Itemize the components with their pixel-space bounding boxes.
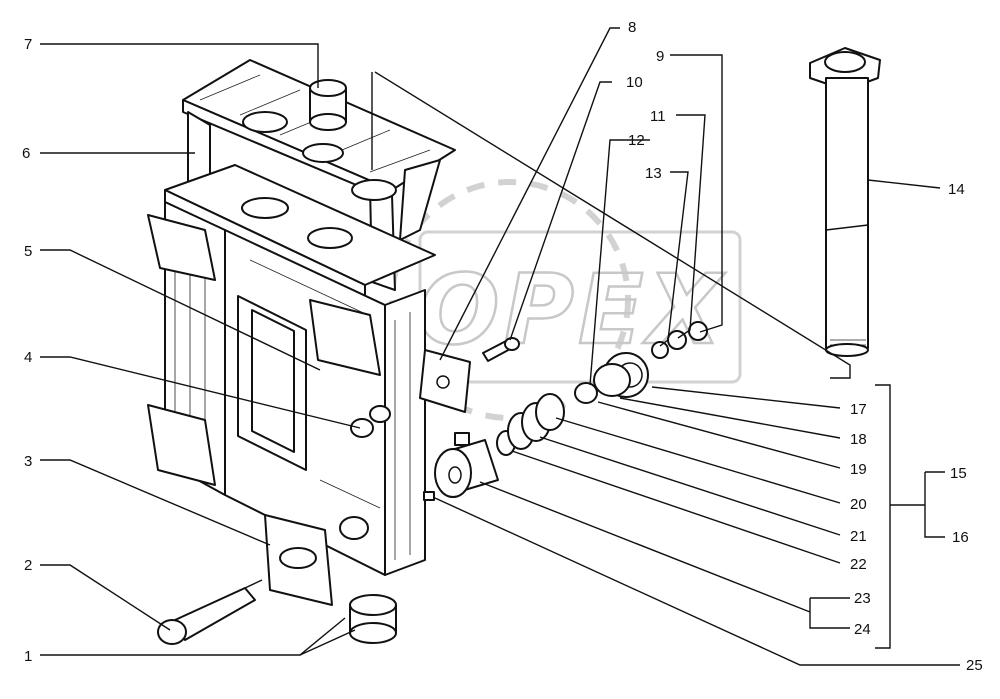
mounting-blocks <box>147 214 381 606</box>
part-8-pad <box>419 349 471 413</box>
seal-stack <box>496 352 649 456</box>
callout-5: 5 <box>24 243 32 260</box>
axis-line-shaft <box>374 71 851 379</box>
callout-16: 16 <box>952 529 969 546</box>
callout-23: 23 <box>854 590 871 607</box>
part-14-shaft <box>809 47 881 357</box>
leader-lines <box>40 27 960 666</box>
callout-2: 2 <box>24 557 32 574</box>
bores <box>241 111 397 249</box>
callout-13: 13 <box>645 165 662 182</box>
callout-10: 10 <box>626 74 643 91</box>
callout-24: 24 <box>854 621 871 638</box>
callout-19: 19 <box>850 461 867 478</box>
callout-7: 7 <box>24 36 32 53</box>
part-25-cylinder <box>423 432 499 501</box>
callout-9: 9 <box>656 48 664 65</box>
part-7-bush <box>309 79 347 131</box>
callout-25: 25 <box>966 657 983 674</box>
callout-20: 20 <box>850 496 867 513</box>
callout-labels: 7 6 5 4 3 2 1 8 9 10 11 12 13 14 15 16 1… <box>22 19 983 674</box>
small-nuts <box>651 321 708 359</box>
callout-4: 4 <box>24 349 32 366</box>
part-2-bolt <box>157 579 263 645</box>
callout-12: 12 <box>628 132 645 149</box>
part-4-washers <box>350 405 391 438</box>
part-10-bolt <box>482 337 520 362</box>
callout-6: 6 <box>22 145 30 162</box>
callout-17: 17 <box>850 401 867 418</box>
callout-21: 21 <box>850 528 867 545</box>
callout-8: 8 <box>628 19 636 36</box>
callout-14: 14 <box>948 181 965 198</box>
housing-body <box>164 59 456 576</box>
callout-22: 22 <box>850 556 867 573</box>
callout-18: 18 <box>850 431 867 448</box>
part-1-nut <box>349 594 397 644</box>
callout-3: 3 <box>24 453 32 470</box>
callout-15: 15 <box>950 465 967 482</box>
callout-11: 11 <box>650 108 666 125</box>
callout-1: 1 <box>24 648 32 665</box>
